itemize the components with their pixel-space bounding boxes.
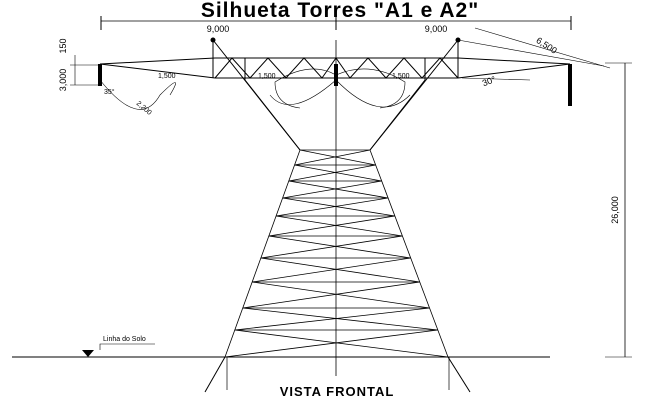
dim-insulator: 3,000 bbox=[58, 69, 68, 92]
lattice-brace bbox=[260, 257, 420, 283]
tower-leg-right bbox=[369, 149, 449, 358]
insulator-middle bbox=[334, 64, 338, 86]
tower-leg-left bbox=[224, 149, 301, 358]
lattice-brace bbox=[282, 180, 382, 199]
dim-swing-angle: 35° bbox=[104, 88, 115, 96]
lattice-brace bbox=[260, 235, 403, 259]
lattice-brace bbox=[234, 307, 430, 331]
dim-clearance-mid: 1,500 bbox=[258, 73, 276, 80]
ground-wire-peak-left bbox=[210, 37, 216, 43]
dim-angle: 30° bbox=[481, 74, 498, 88]
ground-wire-peak-right bbox=[455, 37, 461, 43]
lattice-brace bbox=[276, 197, 389, 217]
dim-right-span: 9,000 bbox=[425, 24, 448, 34]
lattice-brace bbox=[252, 257, 411, 283]
lattice-brace bbox=[294, 164, 382, 182]
lattice-brace bbox=[282, 197, 395, 217]
insulators bbox=[82, 37, 572, 357]
ground-label: Linha do Solo bbox=[103, 336, 146, 343]
lattice-brace bbox=[252, 281, 430, 309]
lattice-brace bbox=[242, 281, 420, 309]
lattice-brace bbox=[268, 235, 411, 259]
lattice-brace bbox=[224, 329, 438, 358]
dim-diagonal: 6,500 bbox=[534, 35, 558, 56]
dim-swing-dist: 2,200 bbox=[135, 100, 153, 117]
lattice-brace bbox=[242, 307, 438, 331]
lattice-brace bbox=[234, 329, 449, 358]
dim-left-span: 9,000 bbox=[207, 24, 230, 34]
lattice-brace bbox=[268, 215, 395, 237]
insulator-left bbox=[98, 64, 102, 86]
dim-top-offset: 150 bbox=[58, 38, 68, 53]
dim-height: 26,000 bbox=[610, 196, 620, 224]
lattice-brace bbox=[276, 215, 403, 237]
tower-lattice bbox=[12, 16, 632, 393]
drawing-title: Silhueta Torres "A1 e A2" bbox=[201, 0, 479, 22]
lattice-brace bbox=[294, 149, 371, 166]
lattice-brace bbox=[288, 180, 389, 199]
view-label: VISTA FRONTAL bbox=[280, 384, 395, 399]
lattice-brace bbox=[288, 164, 376, 182]
lattice-brace bbox=[299, 149, 376, 166]
insulator-right bbox=[568, 64, 572, 106]
dim-clearance-right: 1,500 bbox=[392, 73, 410, 80]
dim-clearance-left: 1,500 bbox=[158, 73, 176, 80]
ground-level-marker-icon bbox=[82, 350, 94, 357]
